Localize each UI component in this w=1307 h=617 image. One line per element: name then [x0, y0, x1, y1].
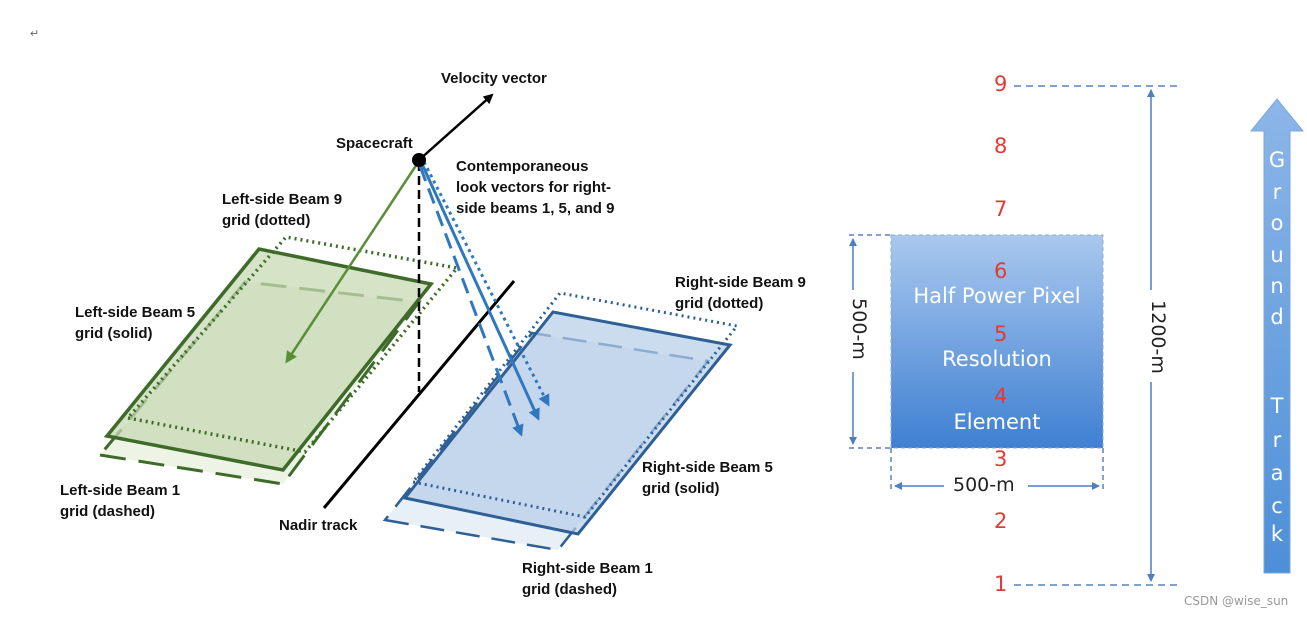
right-beam5-label: Right-side Beam 5 grid (solid) — [642, 459, 773, 497]
pixel-text-line3: Element — [953, 410, 1041, 434]
right-beam1-label: Right-side Beam 1 grid (dashed) — [522, 560, 653, 598]
pixel-width-label: 500-m — [950, 474, 1018, 496]
row-number-1: 1 — [994, 572, 1008, 596]
ground-track-letter: u — [1270, 243, 1284, 267]
ground-track-letter: T — [1270, 394, 1284, 418]
pixel-height-label: 500-m — [847, 295, 870, 363]
left-beam5-label: Left-side Beam 5 grid (solid) — [75, 304, 196, 342]
left-beam5-grid — [103, 247, 435, 472]
pixel-text-line2: Resolution — [942, 347, 1052, 371]
left-beam9-grid — [124, 235, 461, 454]
right-beam5-grid — [402, 310, 733, 536]
right-look-vector-dotted — [422, 161, 550, 407]
left-look-vector — [285, 163, 419, 364]
row-number-2: 2 — [994, 509, 1008, 533]
left-beam-grids — [97, 235, 461, 486]
ground-track-letter: k — [1270, 522, 1284, 546]
nadir-track-label: Nadir track — [279, 517, 358, 534]
ground-track-letter: n — [1270, 274, 1284, 298]
spacecraft-label: Spacecraft — [336, 135, 413, 152]
spacecraft-dot — [412, 153, 426, 167]
row-number-8: 8 — [994, 134, 1008, 158]
velocity-vector-arrow — [418, 93, 494, 161]
right-beam-grids — [382, 291, 740, 552]
right-look-vector-solid — [420, 163, 540, 421]
contemporaneous-label: Contemporaneous look vectors for right- … — [456, 158, 615, 217]
row-number-7: 7 — [994, 197, 1008, 221]
ground-track-letter: c — [1271, 494, 1283, 518]
track-length-label: 1200-m — [1146, 297, 1169, 377]
ground-track-letter: o — [1270, 211, 1284, 235]
row-number-5: 5 — [994, 322, 1008, 346]
ground-track-letter: G — [1268, 148, 1286, 172]
pixel-text-line1: Half Power Pixel — [913, 284, 1081, 308]
corner-mark: ↵ — [30, 28, 40, 40]
row-number-3: 3 — [994, 447, 1008, 471]
right-beam9-label: Right-side Beam 9 grid (dotted) — [675, 274, 806, 312]
half-power-pixel-box — [890, 234, 1104, 449]
row-number-9: 9 — [994, 72, 1008, 96]
ground-track-letter: r — [1272, 180, 1282, 204]
ground-track-letter: r — [1272, 428, 1282, 452]
ground-track-arrow — [1249, 98, 1305, 574]
row-number-4: 4 — [994, 384, 1008, 408]
left-beam9-label: Left-side Beam 9 grid (dotted) — [222, 191, 343, 229]
nadir-track-line — [322, 280, 516, 509]
left-beam1-label: Left-side Beam 1 grid (dashed) — [60, 482, 181, 520]
ground-track-letter: a — [1270, 461, 1284, 485]
row-number-6: 6 — [994, 259, 1008, 283]
ground-track-letter: d — [1270, 305, 1284, 329]
watermark: CSDN @wise_sun — [1184, 594, 1289, 608]
velocity-vector-label: Velocity vector — [441, 70, 547, 87]
